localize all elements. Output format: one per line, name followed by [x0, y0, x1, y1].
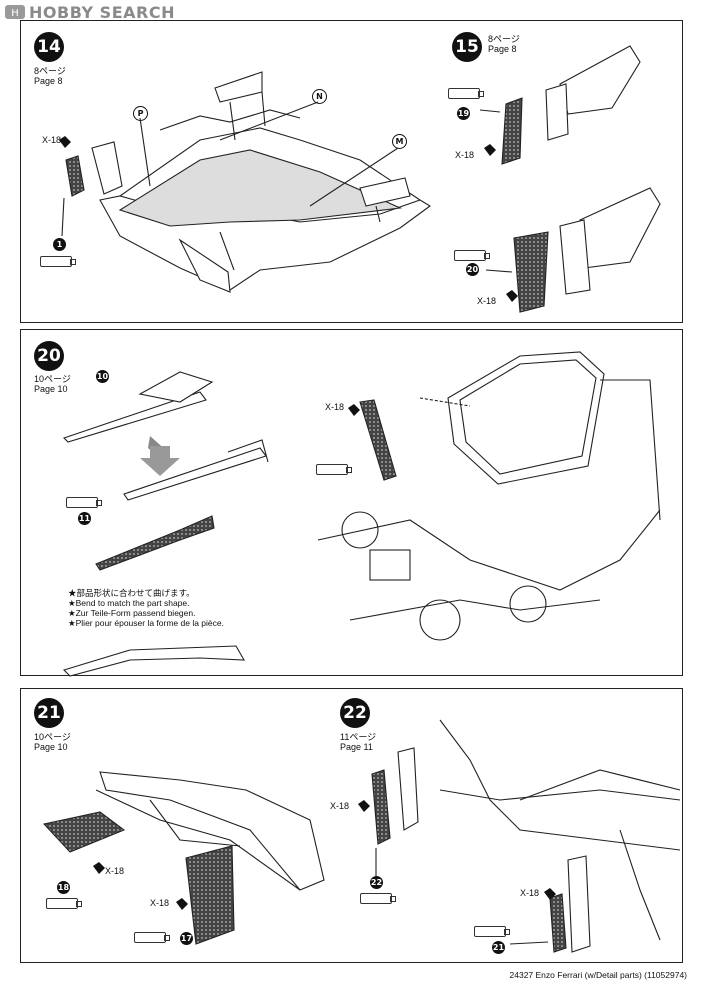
- step-20-page-ref: 10ページ Page 10: [34, 374, 71, 394]
- step-21-x18-label-b: X-18: [150, 898, 170, 908]
- paint-tube-icon: [40, 256, 76, 267]
- callout-m: M: [392, 134, 407, 149]
- side-panel-drawing: [371, 719, 681, 953]
- step-20-x18-label: X-18: [325, 402, 345, 412]
- step-15-number: 15: [452, 32, 482, 62]
- step-14-part-number: 1: [53, 238, 66, 251]
- step-21-part-a: 18: [57, 881, 70, 894]
- note-de: ★Zur Teile-Form passend biegen.: [68, 608, 196, 618]
- paint-tube-icon: [134, 932, 170, 943]
- step-20-part-a: 10: [96, 370, 109, 383]
- arrow-down-icon: [140, 446, 180, 476]
- paint-tube-icon: [360, 893, 396, 904]
- screw-icon: [93, 862, 105, 874]
- screw-icon: [544, 888, 556, 900]
- mesh-part-14: [65, 155, 85, 197]
- step-22-x18-label-b: X-18: [520, 888, 540, 898]
- car-body-drawing: [317, 351, 661, 641]
- step-22-x18-label-a: X-18: [330, 801, 350, 811]
- logo-text: HOBBY SEARCH: [29, 2, 175, 22]
- step-14-x18-label: X-18: [42, 135, 62, 145]
- logo-mark-icon: H: [5, 5, 25, 19]
- paint-tube-icon: [316, 464, 352, 475]
- step-15-x18-label-a: X-18: [455, 150, 475, 160]
- wiper-blade-drawing: [62, 371, 269, 677]
- paint-tube-icon: [474, 926, 510, 937]
- step-21-x18-label-a: X-18: [105, 866, 125, 876]
- step-21-page-en: Page 10: [34, 742, 68, 752]
- paint-tube-icon: [448, 88, 484, 99]
- rear-wing-drawing-a: [479, 45, 641, 165]
- step-20-number: 20: [34, 341, 64, 371]
- step-14-page-en: Page 8: [34, 76, 63, 86]
- step-22-page-ref: 11ページ Page 11: [340, 732, 376, 752]
- paint-tube-icon: [66, 497, 102, 508]
- note-fr: ★Plier pour épouser la forme de la pièce…: [68, 618, 224, 628]
- step-15-page-en: Page 8: [488, 44, 517, 54]
- screw-icon: [506, 290, 518, 302]
- step-15-part-b: 20: [466, 263, 479, 276]
- callout-n: N: [312, 89, 327, 104]
- step-20-notes: ★部品形状に合わせて曲げます。 ★Bend to match the part …: [68, 588, 224, 628]
- step-14-number: 14: [34, 32, 64, 62]
- rear-wing-drawing-b: [485, 187, 661, 313]
- step-21-part-b: 17: [180, 932, 193, 945]
- step-20-part-b: 11: [78, 512, 91, 525]
- paint-tube-icon: [46, 898, 82, 909]
- rear-diffuser-drawing: [42, 771, 325, 945]
- screw-icon: [59, 136, 71, 148]
- front-undertray-drawing: [91, 71, 431, 293]
- note-en: ★Bend to match the part shape.: [68, 598, 190, 608]
- screw-icon: [358, 800, 370, 812]
- screw-icon: [348, 404, 360, 416]
- step-21-number: 21: [34, 698, 64, 728]
- step-22-page-en: Page 11: [340, 742, 373, 752]
- step-15-part-a: 19: [457, 107, 470, 120]
- step-20-page-en: Page 10: [34, 384, 68, 394]
- step-22-number: 22: [340, 698, 370, 728]
- step-15-page-ref: 8ページ Page 8: [488, 34, 520, 54]
- hobby-search-logo: H HOBBY SEARCH: [4, 2, 175, 22]
- screw-icon: [484, 144, 496, 156]
- step-14-page-ref: 8ページ Page 8: [34, 66, 66, 86]
- paint-tube-icon: [454, 250, 490, 261]
- step-14-page-jp: 8ページ: [34, 66, 66, 76]
- svg-text:H: H: [11, 8, 19, 19]
- note-jp: ★部品形状に合わせて曲げます。: [68, 588, 195, 598]
- step-21-page-ref: 10ページ Page 10: [34, 732, 71, 752]
- step-22-part-a: 22: [370, 876, 383, 889]
- step-20-page-jp: 10ページ: [34, 374, 71, 384]
- step-21-page-jp: 10ページ: [34, 732, 71, 742]
- step-22-page-jp: 11ページ: [340, 732, 377, 742]
- step-22-part-b: 21: [492, 941, 505, 954]
- step-15-x18-label-b: X-18: [477, 296, 497, 306]
- step-15-page-jp: 8ページ: [488, 34, 520, 44]
- screw-icon: [176, 898, 188, 910]
- footer-text: 24327 Enzo Ferrari (w/Detail parts) (110…: [509, 970, 687, 980]
